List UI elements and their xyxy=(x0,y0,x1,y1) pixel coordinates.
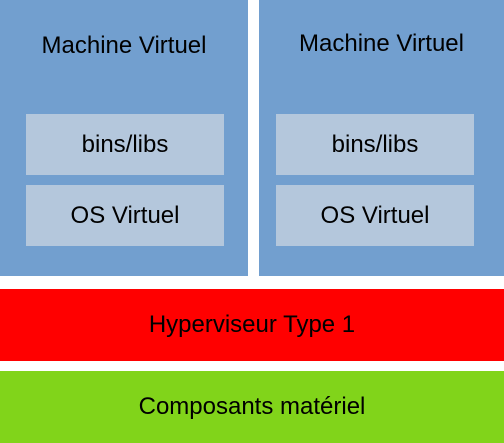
hardware-layer: Composants matériel xyxy=(0,371,504,443)
bins-libs-box: bins/libs xyxy=(276,114,474,175)
hardware-label: Composants matériel xyxy=(138,393,366,420)
vm-title: Machine Virtuel xyxy=(41,32,207,59)
virtual-os-box: OS Virtuel xyxy=(276,185,474,246)
bins-libs-box: bins/libs xyxy=(26,114,224,175)
virtual-os-box: OS Virtuel xyxy=(26,185,224,246)
virtual-machine-right: Machine Virtuel bins/libs OS Virtuel xyxy=(259,0,504,276)
virtual-machine-left: Machine Virtuel bins/libs OS Virtuel xyxy=(0,0,248,276)
hypervisor-layer: Hyperviseur Type 1 xyxy=(0,289,504,361)
vm-title: Machine Virtuel xyxy=(299,30,464,57)
hypervisor-label: Hyperviseur Type 1 xyxy=(148,311,356,338)
